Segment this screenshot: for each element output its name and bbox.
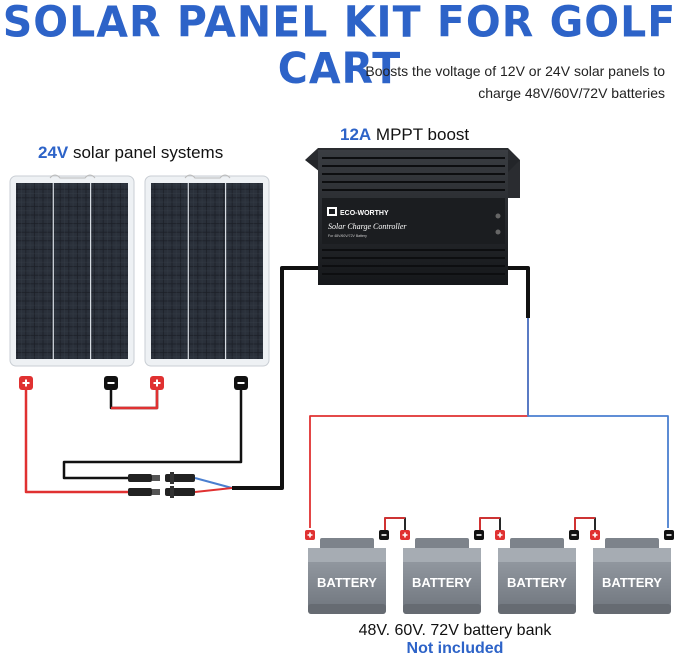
page-title: SOLAR PANEL KIT FOR GOLF CART	[2, 0, 677, 94]
solar-panel-2	[144, 174, 270, 367]
output-negative-wire	[527, 318, 669, 528]
battery-bank-voltages: 48V. 60V. 72V battery bank	[358, 622, 552, 639]
subtitle-line-2: charge 48V/60V/72V batteries	[478, 85, 665, 101]
plus-terminal-icon	[495, 530, 505, 540]
output-positive-wire	[309, 318, 529, 528]
controller-amps: 12A	[340, 125, 372, 144]
plus-terminal-icon	[400, 530, 410, 540]
output-cable	[508, 266, 530, 318]
minus-terminal-icon	[104, 376, 118, 390]
pv-input-cable	[232, 266, 318, 490]
panels-voltage: 24V	[38, 143, 69, 162]
plus-terminal-icon	[19, 376, 33, 390]
mppt-controller: ECO-WORTHY Solar Charge Controller For 4…	[305, 148, 520, 285]
battery	[308, 538, 386, 614]
controller-label-text: MPPT boost	[371, 125, 470, 144]
panel2-negative-wire	[62, 390, 243, 480]
panels-label-text: solar panel systems	[68, 143, 224, 162]
controller-small-text: For 48V/60V/72V Battery	[328, 234, 367, 238]
plus-terminal-icon	[305, 530, 315, 540]
panel1-positive-wire	[24, 390, 128, 494]
minus-terminal-icon	[474, 530, 484, 540]
battery-label: BATTERY	[412, 575, 472, 590]
minus-terminal-icon	[234, 376, 248, 390]
wires	[24, 266, 669, 535]
plus-terminal-icon	[590, 530, 600, 540]
mc4-connector-icon	[128, 472, 195, 484]
mc4-connector-icon	[128, 486, 195, 498]
battery	[403, 538, 481, 614]
controller-brand: ECO-WORTHY	[340, 210, 389, 217]
series-link-pos	[111, 390, 159, 410]
battery-label: BATTERY	[317, 575, 377, 590]
subtitle-line-1: Boosts the voltage of 12V or 24V solar p…	[365, 63, 665, 79]
battery	[498, 538, 576, 614]
solar-panel-1	[9, 174, 135, 367]
battery	[593, 538, 671, 614]
minus-terminal-icon	[664, 530, 674, 540]
controller-label: 12A MPPT boost	[340, 125, 469, 145]
minus-terminal-icon	[379, 530, 389, 540]
series-link-neg	[109, 390, 159, 410]
battery-bank-label: 48V. 60V. 72V battery bank Not included	[320, 622, 590, 658]
panels-label: 24V solar panel systems	[38, 143, 223, 163]
battery-label: BATTERY	[507, 575, 567, 590]
battery-bank-note: Not included	[406, 640, 504, 657]
subtitle: Boosts the voltage of 12V or 24V solar p…	[305, 60, 665, 104]
battery-bank: BATTERY BATTERY BATTERY BATTERY	[305, 530, 674, 614]
plus-terminal-icon	[150, 376, 164, 390]
minus-terminal-icon	[569, 530, 579, 540]
battery-label: BATTERY	[602, 575, 662, 590]
controller-model: Solar Charge Controller	[328, 222, 407, 231]
